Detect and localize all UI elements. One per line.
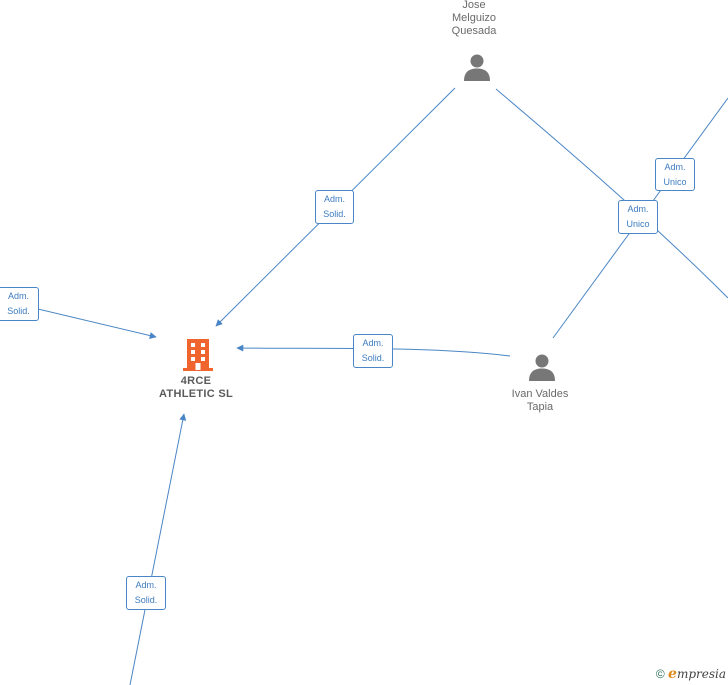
person-ivan-label: Ivan Valdes Tapia: [511, 388, 569, 413]
person-icon[interactable]: [527, 352, 557, 382]
edge-badge-left-to-company[interactable]: Adm. Solid.: [0, 287, 39, 321]
empresia-watermark: © empresia: [656, 666, 726, 682]
edge-badge-bottom-to-company[interactable]: Adm. Solid.: [126, 576, 166, 610]
edges: [0, 87, 728, 685]
brand-initial: e: [668, 666, 677, 682]
edge-badge-jose-to-company[interactable]: Adm. Solid.: [315, 190, 354, 224]
copyright-symbol: ©: [655, 667, 665, 681]
edge-badge-ivan-to-topright[interactable]: Adm. Unico: [655, 158, 695, 191]
person-icon[interactable]: [462, 52, 492, 82]
company-4rce-label: 4RCE ATHLETIC SL: [159, 375, 233, 400]
edge-jose-to-right: [495, 88, 728, 299]
edge-badge-ivan-to-company[interactable]: Adm. Solid.: [353, 334, 393, 368]
building-icon[interactable]: [181, 336, 215, 372]
edge-bottom-to-company: [129, 413, 187, 685]
person-jose-label: Jose Melguizo Quesada: [451, 0, 497, 37]
edge-badge-jose-to-right[interactable]: Adm. Unico: [618, 200, 658, 234]
brand-rest: mpresia: [676, 667, 726, 681]
